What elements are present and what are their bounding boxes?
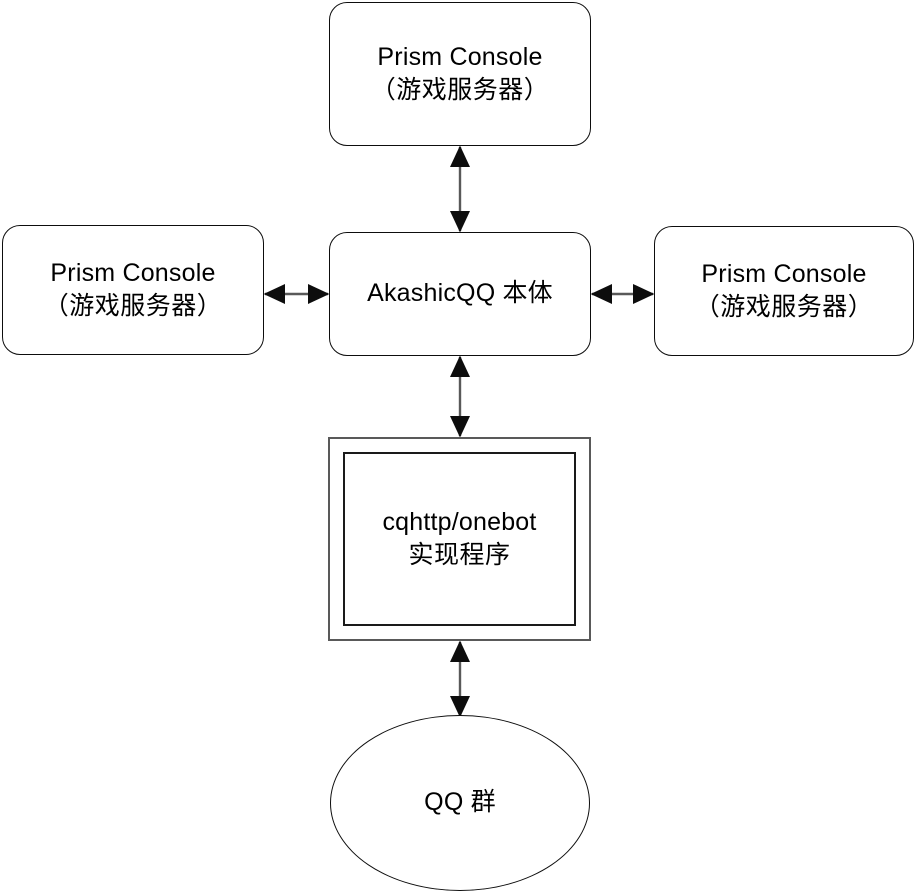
- node-prism-console-left-line1: Prism Console: [50, 258, 216, 287]
- node-akashicqq-core[interactable]: AkashicQQ 本体: [329, 232, 591, 356]
- node-prism-console-top-line2: （游戏服务器）: [370, 76, 550, 104]
- node-cqhttp-onebot-line2: 实现程序: [408, 541, 511, 569]
- node-qq-group-label: QQ 群: [424, 788, 496, 817]
- node-prism-console-top[interactable]: Prism Console （游戏服务器）: [329, 2, 591, 146]
- node-qq-group[interactable]: QQ 群: [330, 715, 590, 891]
- node-prism-console-right-line2: （游戏服务器）: [694, 293, 874, 321]
- node-prism-console-right-line1: Prism Console: [701, 259, 867, 288]
- node-akashicqq-core-label: AkashicQQ 本体: [367, 279, 553, 308]
- node-cqhttp-onebot[interactable]: cqhttp/onebot 实现程序: [328, 437, 591, 641]
- node-prism-console-right[interactable]: Prism Console （游戏服务器）: [654, 226, 914, 356]
- node-cqhttp-onebot-inner-frame: cqhttp/onebot 实现程序: [343, 452, 576, 626]
- node-prism-console-left-line2: （游戏服务器）: [43, 292, 223, 320]
- node-prism-console-top-line1: Prism Console: [377, 42, 543, 71]
- node-prism-console-left[interactable]: Prism Console （游戏服务器）: [2, 225, 264, 355]
- node-cqhttp-onebot-line1: cqhttp/onebot: [382, 507, 537, 536]
